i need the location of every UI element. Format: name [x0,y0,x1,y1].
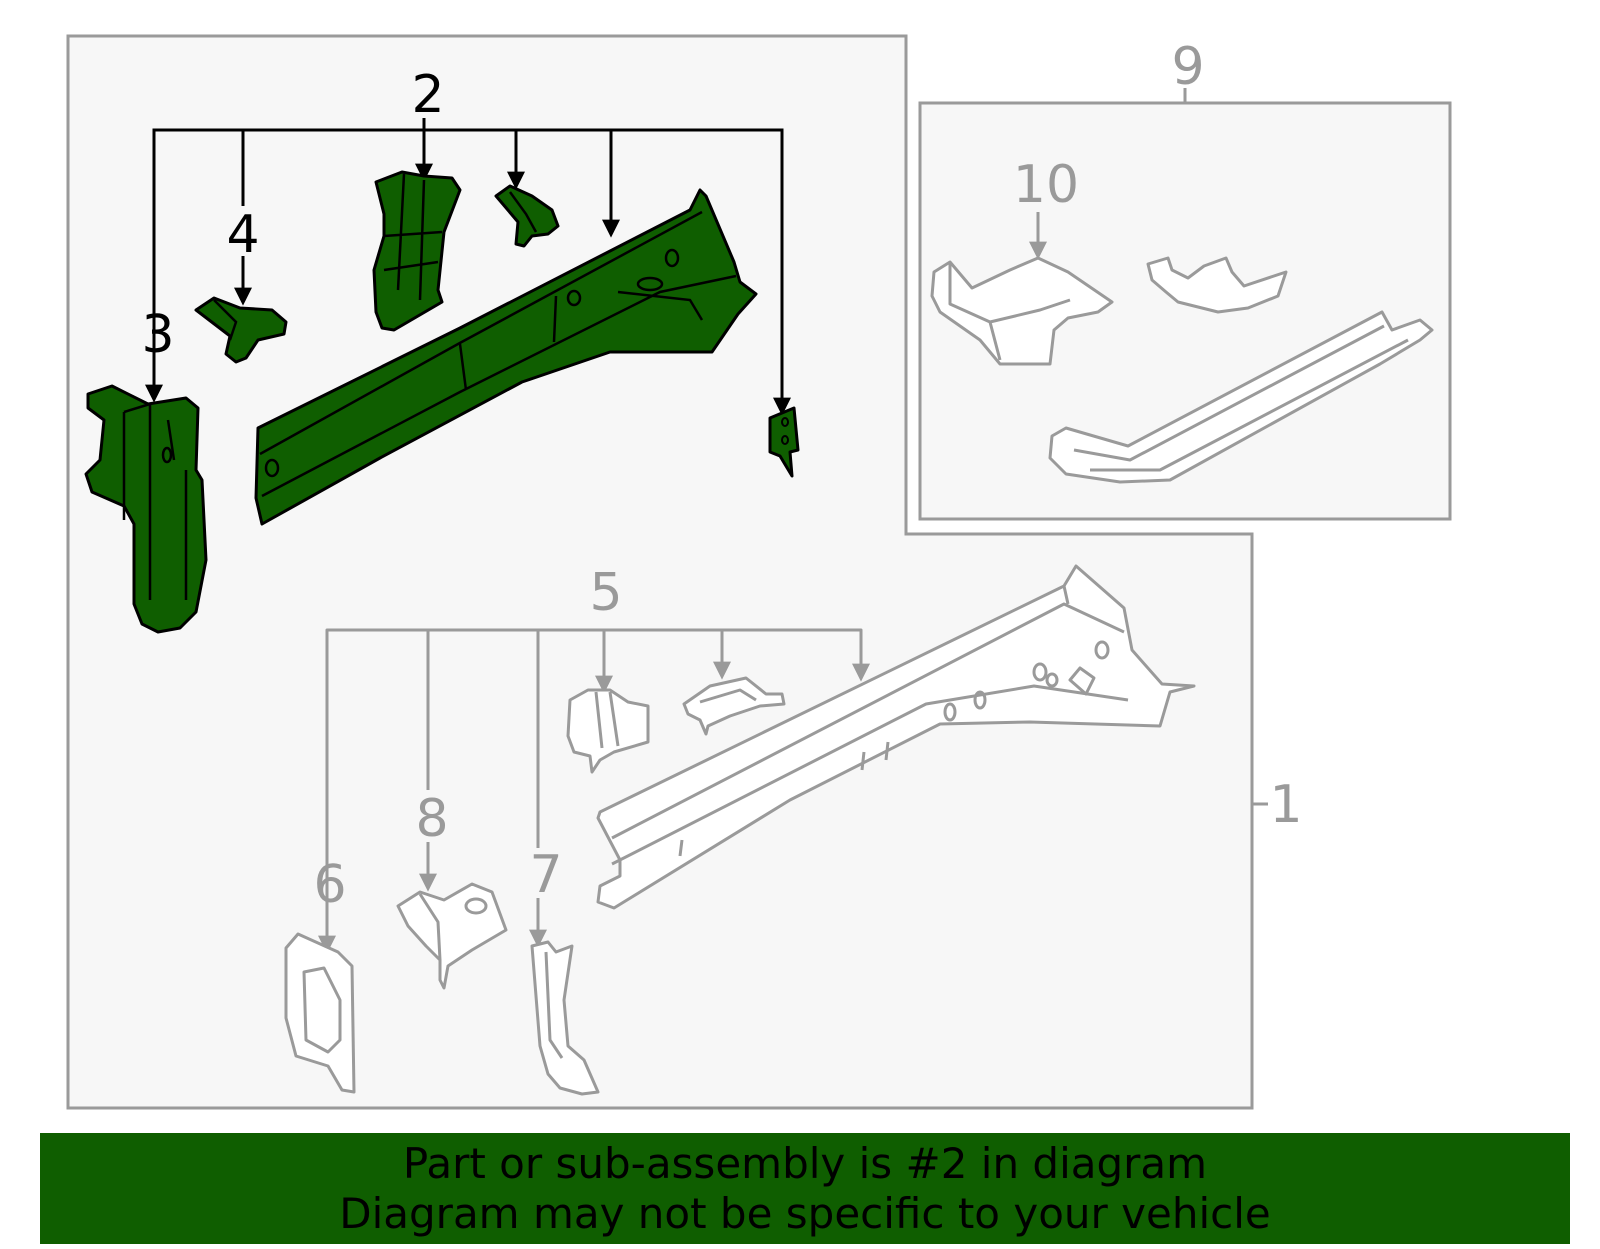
rail-hole-3 [664,248,680,268]
callout-8: 8 [415,789,448,849]
highlighted-parts-group-2 [84,118,800,634]
part-3-bracket [84,384,208,634]
callout-4: 4 [226,205,259,265]
banner-line-2: Diagram may not be specific to your vehi… [339,1188,1271,1238]
main-assembly-panel [66,34,1254,1110]
callout-10: 10 [1013,155,1079,215]
part-1-main-rail [596,564,1196,910]
callout-2: 2 [411,65,444,125]
part-10-bracket [930,256,1114,366]
part-2-main-rail [254,188,758,526]
callout-9: 9 [1171,37,1204,97]
part-9-small-clip [1146,256,1288,314]
info-banner: Part or sub-assembly is #2 in diagram Di… [40,1133,1570,1244]
part-9-rail [1048,310,1434,484]
callout-3: 3 [141,305,174,365]
part-2-small-plate [768,406,800,478]
inactive-parts-group [284,564,1268,1096]
part-5-left-clip [566,688,650,774]
callout-7: 7 [529,845,562,905]
callout-6: 6 [313,855,346,915]
part-5-middle-clip [682,676,786,736]
sub-assembly-9-parts [930,88,1434,484]
rail-hole-4 [636,276,664,292]
rail-hole-1 [264,458,280,478]
leader-bracket-2 [152,128,791,416]
callout-1: 1 [1269,775,1302,835]
callout-5: 5 [589,563,622,623]
part-4-bracket [194,296,288,364]
rail-hole-2 [566,289,582,307]
part-8-bracket [396,882,508,990]
banner-line-1: Part or sub-assembly is #2 in diagram [402,1138,1208,1188]
part-2-upper-bracket [372,170,462,332]
leader-bracket-5 [325,628,870,950]
